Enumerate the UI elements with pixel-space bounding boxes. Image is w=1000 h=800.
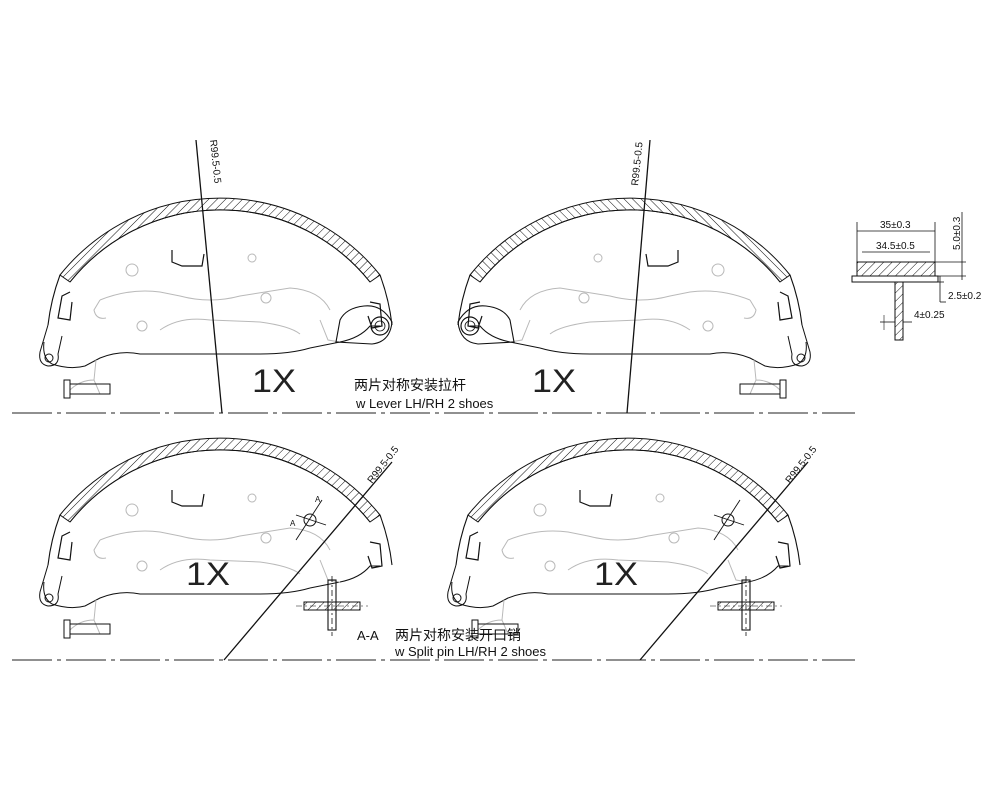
caption-top-en: w Lever LH/RH 2 shoes — [355, 396, 494, 411]
radius-line-bottom-right — [639, 461, 809, 661]
split-pin-bottom-left — [295, 575, 369, 637]
dim-lining-thickness: 5.0±0.3 — [952, 216, 963, 250]
dim-top-width: 35±0.3 — [880, 220, 911, 231]
section-marker-bottom-left: A A — [290, 495, 327, 541]
multiplier-top-left: 1X — [252, 363, 296, 399]
dim-table-thickness: 2.5±0.2 — [948, 291, 982, 302]
multiplier-bottom-left: 1X — [186, 556, 230, 592]
radius-label-bottom-right: R99.5-0.5 — [784, 444, 820, 486]
multiplier-bottom-right: 1X — [594, 556, 638, 592]
multiplier-top-right: 1X — [532, 363, 576, 399]
caption-bottom-prefix: A-A — [357, 628, 379, 643]
radius-line-top-left — [195, 139, 223, 414]
caption-top-cn: 两片对称安装拉杆 — [354, 378, 466, 394]
cross-section-detail: 35±0.3 34.5±0.5 5.0±0.3 2.5±0.2 4±0.25 — [851, 212, 982, 341]
caption-bottom-en: w Split pin LH/RH 2 shoes — [394, 644, 547, 659]
dim-lining-width: 34.5±0.5 — [876, 241, 915, 252]
radius-label-top-right: R99.5-0.5 — [630, 141, 646, 186]
radius-line-bottom-left — [223, 461, 393, 661]
dim-web-thickness: 4±0.25 — [914, 310, 945, 321]
shoe-top-left — [39, 197, 393, 399]
radius-label-bottom-left: R99.5-0.5 — [366, 444, 402, 486]
svg-text:A: A — [290, 519, 296, 528]
svg-text:A: A — [315, 495, 321, 504]
split-pin-bottom-right — [709, 575, 783, 637]
radius-label-top-left: R99.5-0.5 — [207, 139, 223, 184]
lever-top-left — [335, 305, 393, 345]
radius-line-top-right — [626, 139, 651, 414]
shoe-top-right — [457, 197, 811, 399]
lever-top-right — [457, 305, 515, 345]
caption-bottom-cn: 两片对称安装开口销 — [395, 628, 521, 644]
section-marker-bottom-right — [713, 499, 745, 541]
